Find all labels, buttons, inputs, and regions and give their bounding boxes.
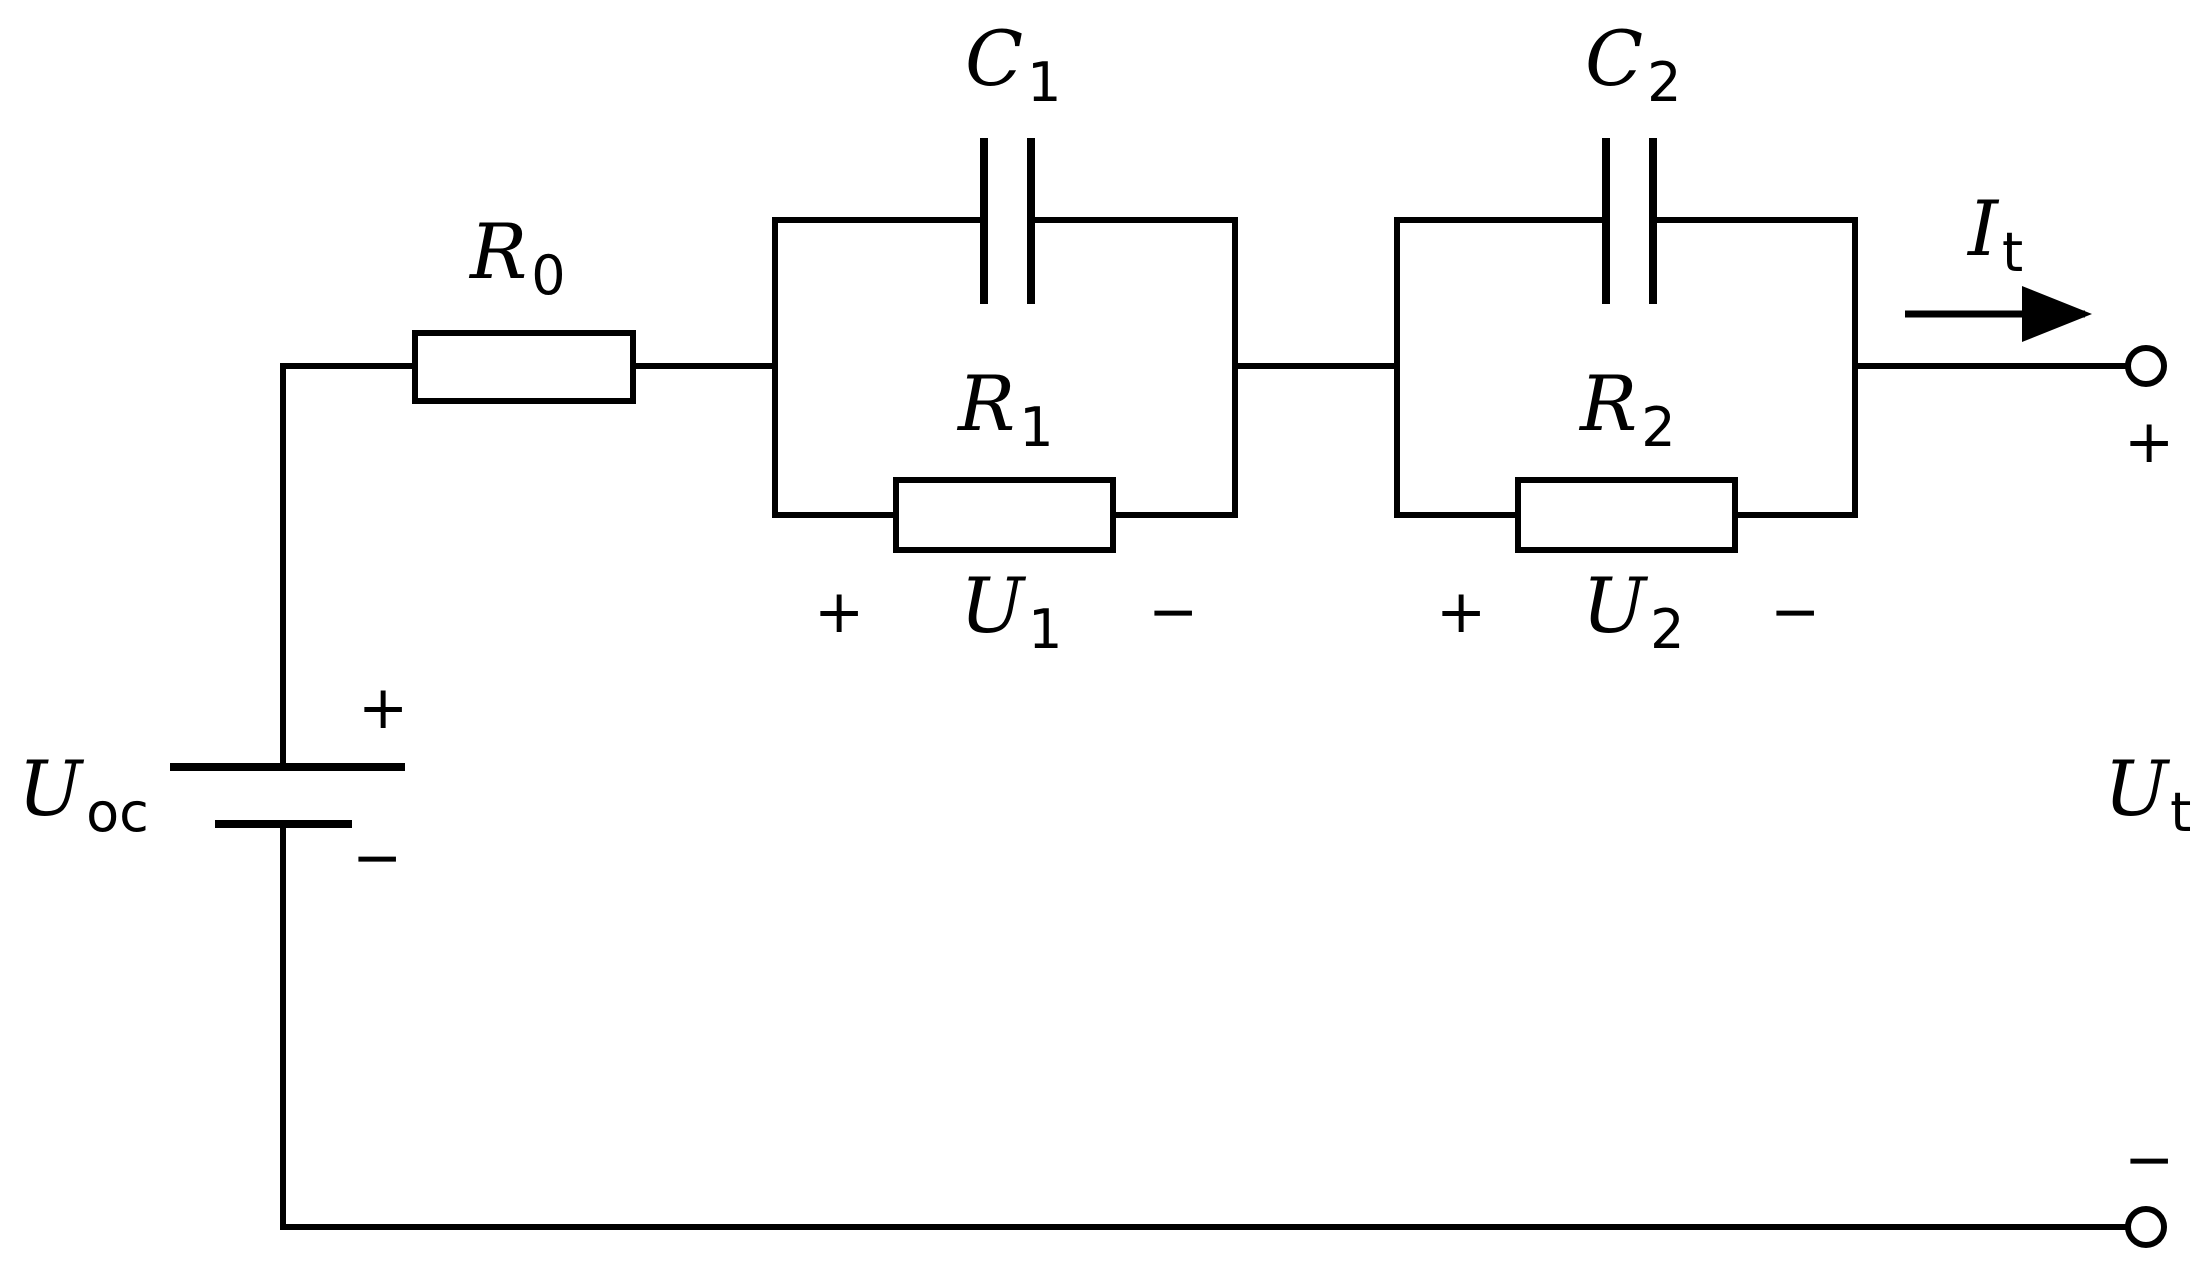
wire-rc2-top	[1394, 217, 1605, 369]
output-terminal-negative	[2125, 1206, 2167, 1248]
sign-battery-minus: −	[352, 823, 402, 893]
wire-rc2-bottom-left	[1394, 363, 1521, 518]
wire-rc1-top	[772, 217, 983, 369]
sign-u2-minus: −	[1770, 577, 1820, 647]
sign-u1-minus: −	[1148, 577, 1198, 647]
label-ut: Ut	[2104, 744, 2191, 844]
wire-left-bottom	[280, 821, 2129, 1230]
label-uoc: Uoc	[18, 744, 149, 844]
label-c2: C2	[1585, 14, 1682, 114]
sign-output-plus: +	[2124, 407, 2174, 477]
resistor-r1	[893, 477, 1116, 553]
label-r1: R1	[956, 359, 1054, 459]
wire-left-top	[280, 363, 418, 770]
label-u2: U2	[1582, 561, 1684, 661]
label-r2: R2	[1578, 359, 1676, 459]
label-it: It	[1966, 184, 2023, 284]
label-u1: U1	[960, 561, 1062, 661]
resistor-r0	[412, 330, 636, 404]
wire-rc1-bottom-right	[1110, 363, 1238, 518]
sign-output-minus: −	[2124, 1125, 2174, 1195]
output-terminal-positive	[2125, 345, 2167, 387]
capacitor-c1	[980, 138, 1035, 304]
label-r0: R0	[468, 207, 566, 307]
wire-rc1-top-right	[1031, 217, 1238, 369]
sign-u2-plus: +	[1436, 577, 1486, 647]
label-c1: C1	[965, 14, 1062, 114]
wiring	[280, 217, 2129, 1230]
wire-rc2-bottom-right	[1732, 363, 1858, 518]
capacitor-c2	[1602, 138, 1657, 304]
wire-rc2-top-right	[1653, 217, 1858, 369]
sign-u1-plus: +	[814, 577, 864, 647]
battery-source	[170, 763, 405, 828]
sign-battery-plus: +	[358, 673, 408, 743]
resistor-r2	[1515, 477, 1738, 553]
wire-rc1-bottom-left	[772, 363, 899, 518]
